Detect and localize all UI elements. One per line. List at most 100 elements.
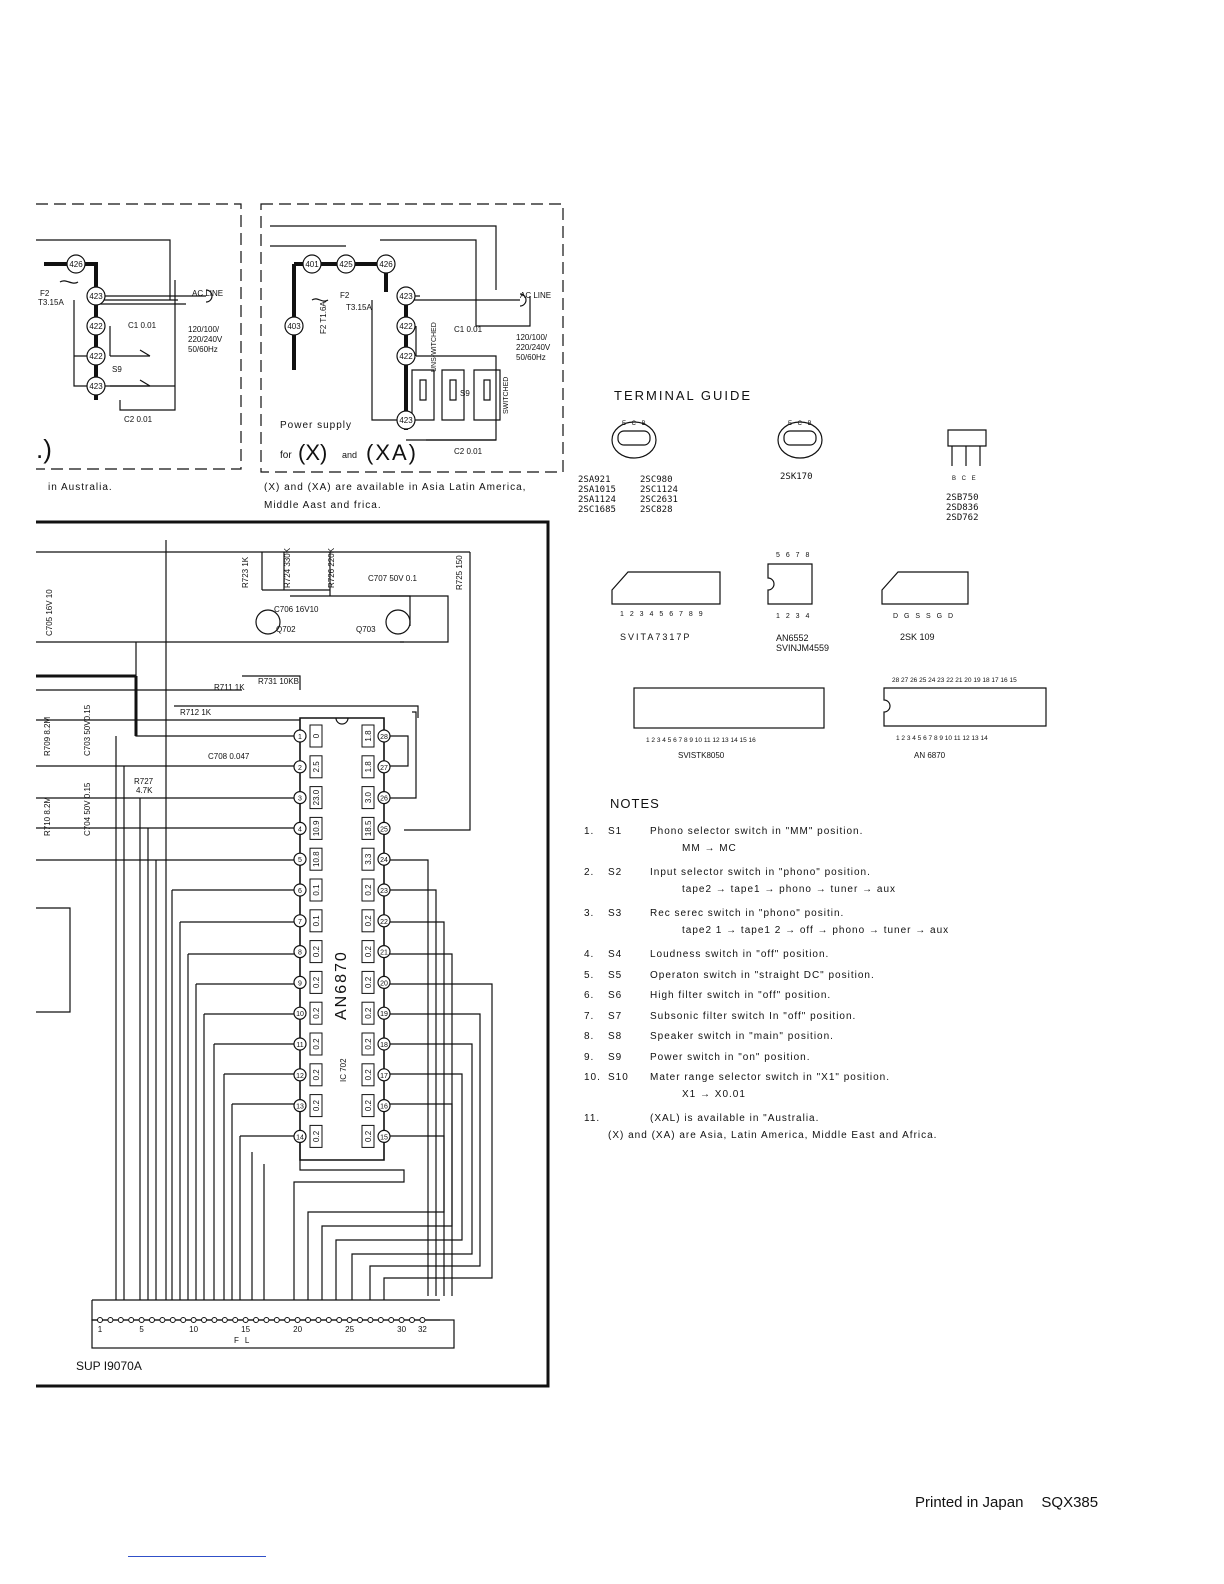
fl-pin-dot bbox=[232, 1317, 239, 1323]
note-switch: S4 bbox=[608, 949, 623, 960]
fl-label: FL bbox=[234, 1336, 255, 1345]
power-left-node-426: 426 bbox=[69, 260, 83, 269]
ic-volt-left-6: 0.1 bbox=[312, 884, 321, 896]
pr-title-for: for bbox=[280, 450, 292, 461]
ic-volt-right-24-box bbox=[361, 847, 375, 871]
lbl-c703: C703 50V0.15 bbox=[83, 704, 92, 756]
note-switch: S10 bbox=[608, 1072, 629, 1083]
ic-volt-right-23: 0.2 bbox=[364, 884, 373, 896]
power-right-node-426-circle bbox=[376, 254, 396, 274]
pr-switch: S9 bbox=[460, 389, 470, 398]
note-switch: S8 bbox=[608, 1031, 623, 1042]
power-right-node-401: 401 bbox=[305, 260, 319, 269]
fl-pin-dot bbox=[221, 1317, 228, 1323]
pr-c1: C1 0.01 bbox=[454, 325, 483, 334]
printed-in-japan: Printed in Japan bbox=[915, 1494, 1024, 1511]
ic-pin-11: 11 bbox=[296, 1042, 303, 1049]
fl-pin-dot bbox=[253, 1317, 259, 1323]
ic-volt-left-1-box bbox=[309, 724, 323, 748]
power-right-node-423-circle bbox=[396, 286, 416, 306]
fl-pin-dot bbox=[336, 1317, 343, 1323]
fl-pin-dot bbox=[377, 1317, 384, 1323]
power-left-caption: in Australia. bbox=[48, 482, 113, 493]
note-number: 4. bbox=[584, 949, 595, 960]
ic-volt-left-12: 0.2 bbox=[312, 1069, 321, 1081]
ic-volt-right-27: 1.8 bbox=[364, 761, 373, 773]
pr-switched: SWITCHED bbox=[503, 377, 510, 414]
ic-pin-8: 8 bbox=[298, 950, 302, 957]
ic-notch bbox=[335, 717, 349, 725]
tg-title: TERMINAL GUIDE bbox=[614, 388, 752, 403]
tg-p1b-0: 2SC980 bbox=[640, 475, 673, 485]
note-switch: S9 bbox=[608, 1051, 623, 1063]
tg-dip28-name: AN 6870 bbox=[914, 751, 946, 760]
fl-pin-dot bbox=[180, 1317, 187, 1323]
ic-name: AN6870 bbox=[333, 950, 350, 1020]
power-left-node-422-circle bbox=[86, 316, 106, 336]
tg-dip8-bottom: 1 2 3 4 bbox=[776, 613, 811, 620]
fl-pin-dot bbox=[325, 1317, 332, 1323]
pr-volt-1: 120/100/ bbox=[516, 333, 548, 342]
ic-volt-right-22-box bbox=[361, 909, 375, 933]
ic-pin-12: 12 bbox=[296, 1073, 304, 1080]
lbl-r726: R726 220K bbox=[327, 547, 336, 588]
ic-volt-left-12-box bbox=[309, 1063, 323, 1087]
ic-volt-left-2: 2.5 bbox=[312, 761, 321, 773]
ic-volt-right-28: 1.8 bbox=[364, 730, 373, 742]
power-right-node-422-circle bbox=[396, 316, 416, 336]
pr-c2: C2 0.01 bbox=[454, 447, 483, 456]
terminal-guide-shapes bbox=[611, 421, 1047, 729]
tg-dip8-name-0: AN6552 bbox=[776, 633, 809, 643]
ic-pin-22-circle bbox=[377, 914, 391, 928]
fl-pin-number: 10 bbox=[189, 1325, 198, 1334]
tg-sip9-pins: 1 2 3 4 5 6 7 8 9 bbox=[620, 611, 705, 618]
ic-pin-4-circle bbox=[293, 821, 307, 836]
ic-volt-right-25-box bbox=[361, 816, 375, 840]
power-right-caption-2: Middle Aast and frica. bbox=[264, 500, 382, 511]
tg-p2-0: 2SK170 bbox=[780, 472, 813, 482]
ic-volt-left-13: 0.2 bbox=[312, 1099, 321, 1111]
ic-volt-right-18: 0.2 bbox=[364, 1038, 373, 1050]
ic-volt-right-21: 0.2 bbox=[364, 945, 373, 957]
ic-pin-10: 10 bbox=[296, 1011, 304, 1018]
ic-pin-3-circle bbox=[293, 790, 307, 805]
note-switch: S2 bbox=[608, 867, 623, 878]
note-number: 1. bbox=[584, 826, 595, 837]
lbl-r731: R731 10KB bbox=[258, 677, 299, 686]
tg-p1a-0: 2SA921 bbox=[578, 475, 611, 485]
fl-pin-dot bbox=[211, 1317, 218, 1323]
ic-pin-8-circle bbox=[293, 944, 307, 959]
power-right-node-423: 423 bbox=[399, 292, 413, 301]
pl-volt-3: 50/60Hz bbox=[188, 345, 218, 354]
ic-volt-left-6-box bbox=[309, 878, 323, 902]
note-sub: MM → MC bbox=[682, 843, 737, 854]
pr-ac-line: AC LINE bbox=[520, 291, 551, 300]
pl-c1: C1 0.01 bbox=[128, 321, 157, 330]
pr-unswitched: UNS-WITCHED bbox=[431, 322, 438, 372]
fl-pin-number: 32 bbox=[418, 1325, 427, 1334]
ic-pin-25-circle bbox=[377, 821, 391, 836]
bottom-link-line bbox=[128, 1556, 266, 1557]
ic-pin-24: 24 bbox=[380, 857, 388, 864]
ic-pin-23-circle bbox=[377, 883, 391, 897]
ic-pin-26: 26 bbox=[380, 796, 388, 803]
pr-title-xa: (XA) bbox=[366, 440, 418, 465]
ic-pin-9-circle bbox=[293, 975, 307, 990]
pr-fuse-b: F2 bbox=[340, 291, 350, 300]
ic-volt-right-19: 0.2 bbox=[364, 1007, 373, 1019]
lbl-c704: C704 50V 0.15 bbox=[83, 782, 92, 836]
ic-volt-right-17-box bbox=[361, 1063, 375, 1087]
note-switch: S7 bbox=[608, 1010, 623, 1022]
ic-volt-left-8: 0.2 bbox=[312, 945, 321, 957]
note-switch: S5 bbox=[608, 969, 623, 981]
note-switch: S1 bbox=[608, 826, 623, 837]
ic-pin-24-circle bbox=[377, 852, 391, 866]
fl-pin-dot bbox=[357, 1317, 363, 1323]
pl-fuse-rating: T3.15A bbox=[38, 298, 64, 307]
tg-p1b-2: 2SC2631 bbox=[640, 495, 678, 505]
tg-sip16-pins: 1 2 3 4 5 6 7 8 9 10 11 12 13 14 15 16 bbox=[646, 737, 756, 744]
ic-volt-right-26: 3.0 bbox=[364, 791, 373, 803]
